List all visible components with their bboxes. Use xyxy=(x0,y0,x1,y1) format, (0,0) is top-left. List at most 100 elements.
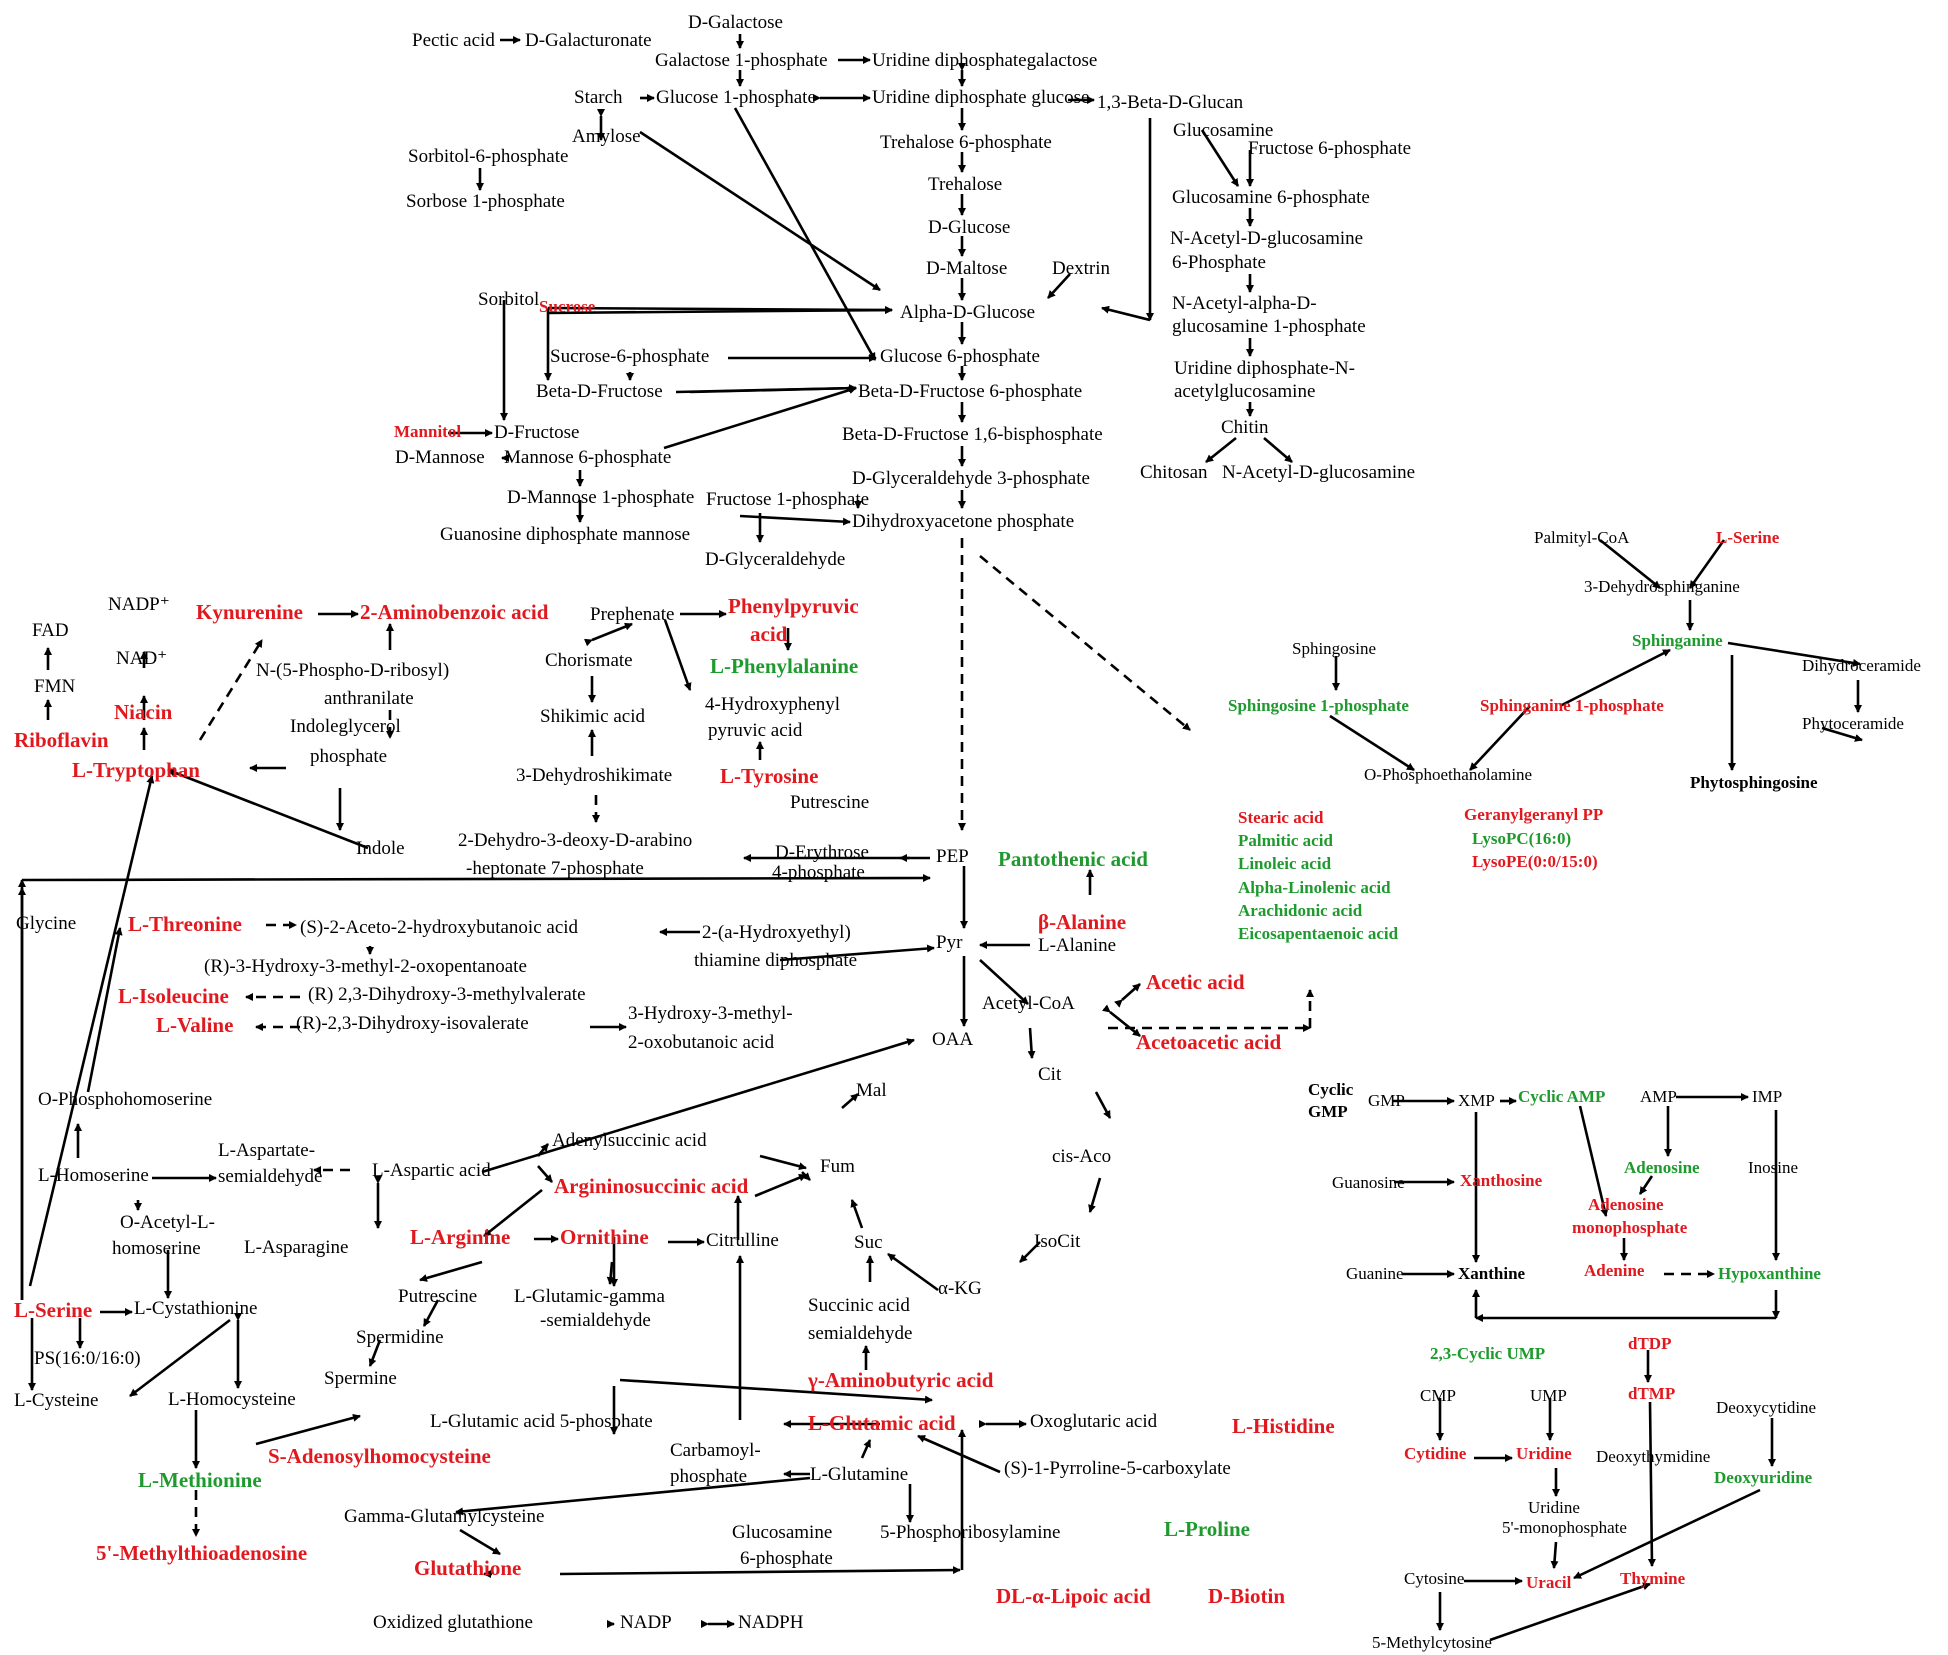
reaction-arrow xyxy=(1638,1175,1654,1195)
metabolite-hpp2: pyruvic acid xyxy=(708,720,803,741)
metabolite-cysteine: L-Cysteine xyxy=(14,1390,99,1411)
metabolite-cbp2: phosphate xyxy=(670,1466,748,1487)
metabolite-homocysteine: L-Homocysteine xyxy=(168,1389,296,1410)
metabolite-nadp: NADP⁺ xyxy=(108,594,170,615)
metabolite-dtmp: dTMP xyxy=(1628,1384,1676,1403)
metabolite-oahs1: O-Acetyl-L- xyxy=(120,1212,215,1233)
metabolite-acetic: Acetic acid xyxy=(1146,970,1245,994)
metabolite-lalanine: L-Alanine xyxy=(1038,935,1117,956)
reaction-arrow xyxy=(537,1165,553,1183)
reaction-arrow xyxy=(1550,1541,1559,1569)
metabolite-citrulline: Citrulline xyxy=(706,1230,779,1251)
reaction-arrow xyxy=(1578,1105,1609,1217)
metabolite-putrescine1: Putrescine xyxy=(790,792,870,813)
metabolite-tyr: L-Tyrosine xyxy=(720,764,819,788)
reaction-arrow xyxy=(1821,726,1863,742)
metabolite-fum: Fum xyxy=(820,1156,855,1177)
reaction-arrow xyxy=(675,384,857,394)
metabolite-mannitol: Mannitol xyxy=(394,422,462,441)
metabolite-amp: AMP xyxy=(1640,1087,1677,1106)
metabolite-sorb6p: Sorbitol-6-phosphate xyxy=(408,146,569,167)
reaction-arrow xyxy=(917,1434,1001,1474)
reaction-arrow xyxy=(1688,539,1726,589)
metabolite-asa1: L-Aspartate- xyxy=(218,1140,316,1161)
metabolite-argsucc: Argininosuccinic acid xyxy=(554,1174,749,1198)
metabolite-cump: 2,3-Cyclic UMP xyxy=(1430,1344,1546,1363)
metabolite-bfru6p: Beta-D-Fructose 6-phosphate xyxy=(858,381,1083,402)
metabolite-aspartic: L-Aspartic acid xyxy=(372,1160,491,1181)
reaction-arrow xyxy=(979,554,1191,732)
metabolite-deoxycytidine: Deoxycytidine xyxy=(1716,1398,1817,1417)
metabolite-dmaltose: D-Maltose xyxy=(926,258,1008,279)
reaction-arrow xyxy=(455,1476,811,1516)
metabolite-fru6p: Fructose 6-phosphate xyxy=(1248,138,1412,159)
metabolite-adenylsucc: Adenylsuccinic acid xyxy=(552,1130,707,1151)
metabolite-ggc: Gamma-Glutamylcysteine xyxy=(344,1506,545,1527)
metabolite-spermidine: Spermidine xyxy=(356,1327,444,1348)
metabolite-gln6p1: Glucosamine xyxy=(732,1522,833,1543)
metabolite-cgmp2: GMP xyxy=(1308,1102,1348,1121)
metabolite-starch: Starch xyxy=(574,87,623,108)
metabolite-suc: Suc xyxy=(854,1232,883,1253)
metabolite-thymine: Thymine xyxy=(1620,1569,1686,1588)
metabolite-hmop: (R)-3-Hydroxy-3-methyl-2-oxopentanoate xyxy=(204,956,527,977)
metabolite-dhs: 3-Dehydroshikimate xyxy=(516,765,673,786)
reaction-arrow xyxy=(28,775,155,1287)
metabolite-arachidonic: Arachidonic acid xyxy=(1238,901,1363,920)
metabolite-dgalacturonate: D-Galacturonate xyxy=(525,30,652,51)
metabolite-dglyceraldehyde: D-Glyceraldehyde xyxy=(705,549,846,570)
reaction-arrow xyxy=(754,1173,807,1198)
metabolite-oaa: OAA xyxy=(932,1029,974,1050)
metabolite-ophs: O-Phosphohomoserine xyxy=(38,1089,213,1110)
metabolite-dmannose: D-Mannose xyxy=(395,447,485,468)
metabolite-isocit: IsoCit xyxy=(1034,1231,1081,1252)
metabolite-glucan: 1,3-Beta-D-Glucan xyxy=(1097,92,1244,113)
metabolite-guanine: Guanine xyxy=(1346,1264,1404,1283)
reaction-arrow xyxy=(1329,714,1415,772)
metabolite-indole: Indole xyxy=(356,838,405,859)
metabolite-xanthine: Xanthine xyxy=(1458,1264,1526,1283)
metabolite-akg: α-KG xyxy=(938,1278,982,1299)
reaction-arrow xyxy=(860,1439,872,1459)
metabolite-suc6p: Sucrose-6-phosphate xyxy=(550,346,710,367)
reaction-arrow xyxy=(459,1528,501,1556)
metabolite-ggsa2: -semialdehyde xyxy=(540,1310,651,1331)
metabolite-fbp: Beta-D-Fructose 1,6-bisphosphate xyxy=(842,424,1103,445)
metabolite-e4p2: 4-phosphate xyxy=(772,862,865,883)
metabolite-dhmv: (R) 2,3-Dihydroxy-3-methylvalerate xyxy=(308,984,586,1005)
metabolite-ggsa1: L-Glutamic-gamma xyxy=(514,1286,665,1307)
reaction-arrow xyxy=(759,1154,807,1171)
metabolite-nag6p1: N-Acetyl-D-glucosamine xyxy=(1170,228,1364,249)
metabolite-lipoic: DL-α-Lipoic acid xyxy=(996,1584,1151,1608)
reaction-arrow xyxy=(1101,305,1151,322)
metabolite-sa1p: Sphinganine 1-phosphate xyxy=(1480,696,1664,715)
metabolite-dtdp: dTDP xyxy=(1628,1334,1672,1353)
reaction-arrow xyxy=(1088,1177,1102,1213)
metabolite-dhap: Dihydroxyacetone phosphate xyxy=(852,511,1075,532)
metabolite-riboflavin: Riboflavin xyxy=(14,728,109,752)
reaction-arrow xyxy=(1027,1027,1036,1059)
metabolite-man6p: Mannose 6-phosphate xyxy=(504,447,672,468)
metabolite-admp1: Adenosine xyxy=(1588,1195,1664,1214)
metabolite-acetoacetic: Acetoacetic acid xyxy=(1136,1030,1282,1054)
reaction-arrow xyxy=(1047,273,1071,299)
metabolite-alphaglc: Alpha-D-Glucose xyxy=(900,302,1036,323)
metabolite-p5c: (S)-1-Pyrroline-5-carboxylate xyxy=(1004,1458,1231,1479)
metabolite-sah: S-Adenosylhomocysteine xyxy=(268,1444,491,1468)
metabolite-cisaco: cis-Aco xyxy=(1052,1146,1112,1167)
metabolite-ggpp: Geranylgeranyl PP xyxy=(1464,805,1604,824)
reaction-arrow xyxy=(663,619,692,691)
reaction-arrow xyxy=(1469,705,1531,771)
metabolite-val: L-Valine xyxy=(156,1013,234,1037)
reaction-arrow xyxy=(619,1378,933,1404)
metabolite-trehalose: Trehalose xyxy=(928,174,1003,195)
metabolite-dglucose: D-Glucose xyxy=(928,217,1011,238)
metabolite-ump: UMP xyxy=(1530,1386,1567,1405)
metabolite-deoxyuridine: Deoxyuridine xyxy=(1714,1468,1813,1487)
metabolite-his: L-Histidine xyxy=(1232,1414,1335,1438)
metabolite-glycine: Glycine xyxy=(16,913,77,934)
reaction-arrow xyxy=(1019,1241,1041,1263)
metabolite-xanthosine: Xanthosine xyxy=(1460,1171,1543,1190)
metabolite-udpnag2: acetylglucosamine xyxy=(1174,381,1316,402)
metabolite-amylose: Amylose xyxy=(572,126,641,147)
